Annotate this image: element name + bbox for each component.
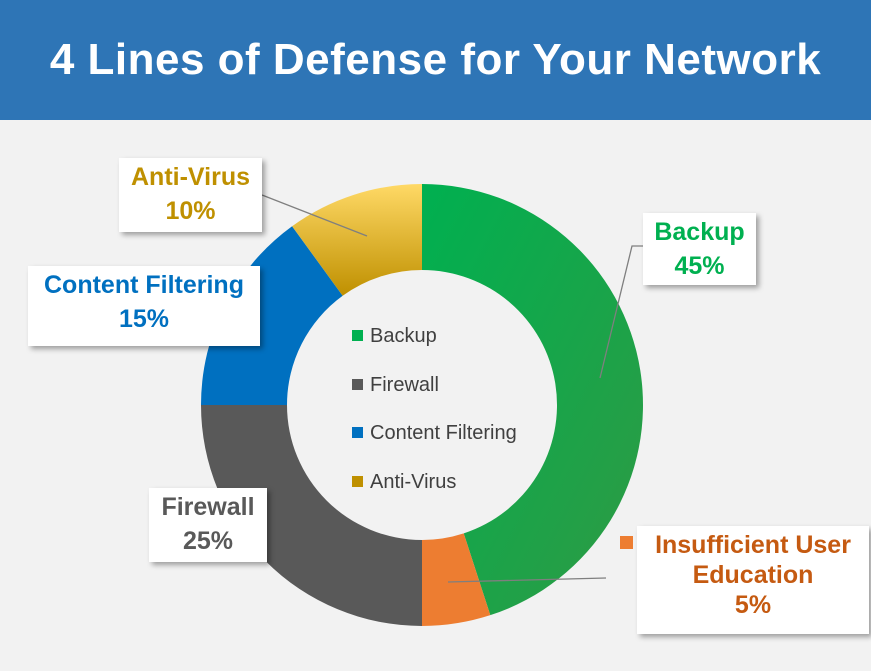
callout-education-name-line2: Education	[692, 561, 814, 589]
slice-content-filtering	[201, 226, 343, 405]
slice-insufficient-user-education	[422, 533, 491, 626]
callout-education-pct: 5%	[734, 591, 772, 619]
page-title: 4 Lines of Defense for Your Network	[49, 35, 822, 84]
legend-label: Anti-Virus	[370, 471, 457, 493]
callout-content-filtering: Content Filtering 15%	[28, 266, 260, 346]
legend-item-firewall: Firewall	[352, 373, 439, 397]
title-banner	[0, 0, 871, 120]
leader-education	[447, 577, 607, 583]
legend-item-anti-virus: Anti-Virus	[352, 470, 456, 494]
callout-education-name-line1: Insufficient User	[655, 531, 851, 559]
callout-insufficient-user-education: Insufficient User Education 5%	[637, 526, 869, 634]
callout-backup: Backup 45%	[643, 213, 756, 285]
leader-backup	[599, 245, 643, 379]
leader-anti-virus	[261, 194, 368, 237]
callout-content-filtering-pct: 15%	[118, 305, 170, 333]
legend-item-backup: Backup	[352, 324, 437, 348]
callout-firewall: Firewall 25%	[149, 488, 267, 562]
education-swatch	[620, 536, 633, 549]
legend-label: Backup	[370, 325, 437, 347]
callout-backup-name: Backup	[654, 218, 745, 246]
legend-swatch	[352, 427, 363, 438]
callout-firewall-name: Firewall	[161, 493, 255, 521]
legend-swatch	[352, 476, 363, 487]
callout-firewall-pct: 25%	[182, 527, 234, 555]
callout-anti-virus-name: Anti-Virus	[131, 163, 250, 191]
slice-anti-virus	[292, 184, 422, 296]
legend-swatch	[352, 330, 363, 341]
callout-content-filtering-name: Content Filtering	[44, 271, 244, 299]
legend-item-content-filtering: Content Filtering	[352, 421, 517, 445]
slice-backup	[422, 184, 644, 616]
legend-label: Firewall	[370, 374, 439, 396]
callout-backup-pct: 45%	[674, 252, 725, 280]
callout-anti-virus: Anti-Virus 10%	[119, 158, 262, 232]
callout-anti-virus-pct: 10%	[165, 197, 216, 225]
legend-label: Content Filtering	[370, 422, 517, 444]
slice-firewall	[201, 405, 422, 626]
legend-swatch	[352, 379, 363, 390]
